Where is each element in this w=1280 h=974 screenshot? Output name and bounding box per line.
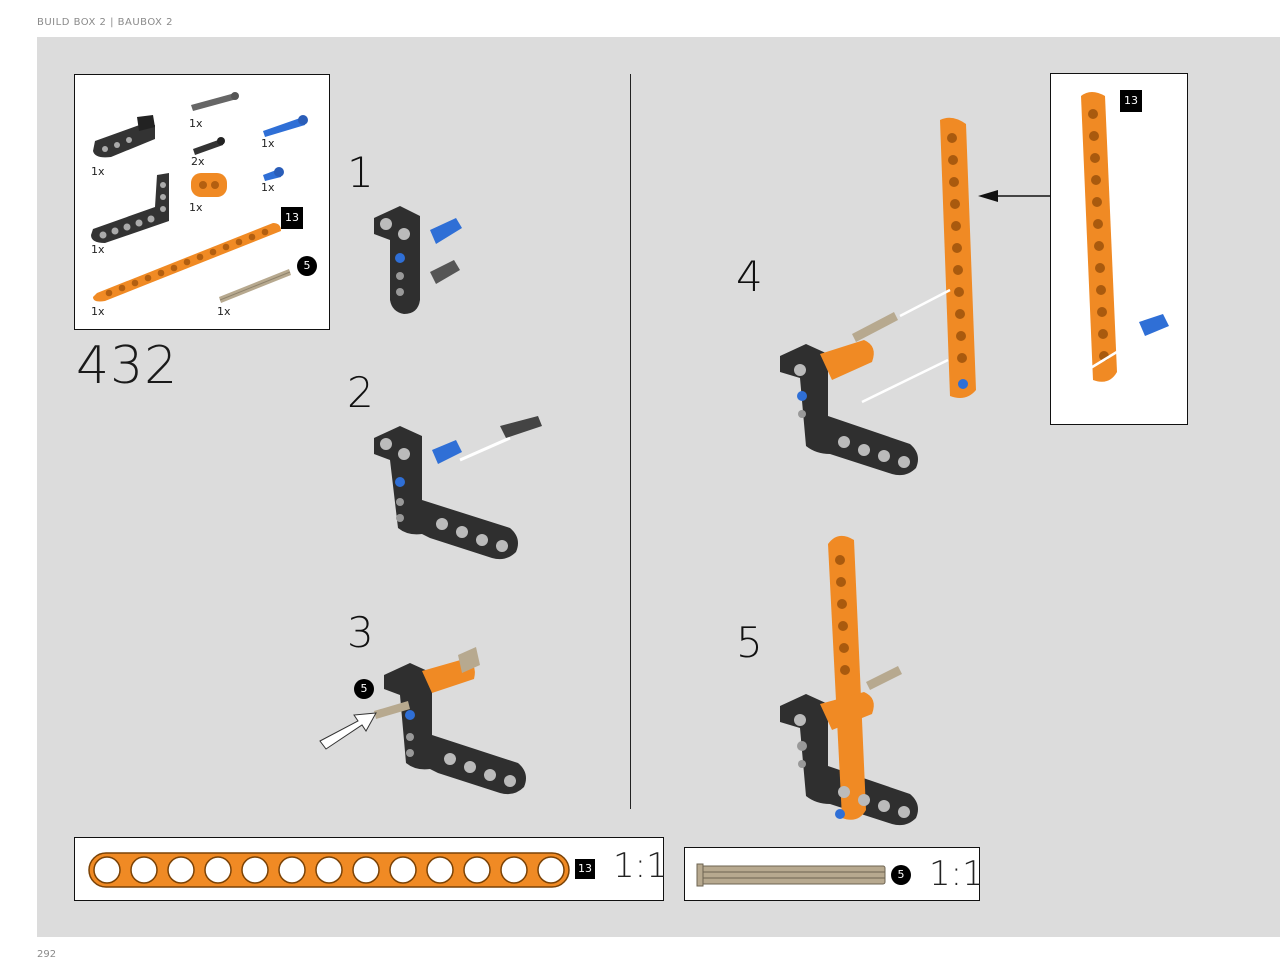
page-number: 292	[37, 949, 57, 960]
step-2-illustration	[374, 416, 542, 560]
step-3-axle-badge: 5	[354, 679, 374, 699]
beam-scale-guide: 13 1:1	[74, 837, 668, 901]
callout-beam-badge: 13	[1120, 90, 1142, 112]
beam-length-badge: 13	[281, 207, 303, 229]
part-l-beam-large	[91, 173, 169, 243]
part-orange-beam-13	[93, 223, 281, 302]
part-axle-5	[219, 269, 291, 303]
axle-length-badge: 5	[297, 256, 317, 276]
header-title: BUILD BOX 2 | BAUBOX 2	[37, 17, 173, 28]
step-number: 2	[347, 368, 374, 417]
step-page-number: 432	[76, 336, 179, 396]
step-number: 1	[347, 148, 374, 197]
step-5-illustration	[780, 535, 918, 826]
step-number: 4	[736, 252, 763, 301]
part-blue-pin-long	[263, 115, 308, 137]
qty-label: 2x	[191, 155, 205, 168]
qty-label: 1x	[189, 201, 203, 214]
parts-list-box: 1x 1x 2x 1x 1x 1x 1x 1x 1x 13 5	[74, 74, 330, 330]
axle-scale-guide: 5 1:1	[684, 847, 984, 901]
beam-scale-ratio: 1:1	[613, 846, 668, 886]
callout-illustration	[1070, 92, 1169, 382]
qty-label: 1x	[217, 305, 231, 318]
step-4-callout-box: 13	[1050, 73, 1188, 425]
qty-label: 1x	[189, 117, 203, 130]
step-3-illustration	[319, 647, 526, 795]
column-divider	[630, 74, 631, 809]
qty-label: 1x	[261, 181, 275, 194]
part-orange-beam-3	[191, 173, 227, 197]
part-black-pin	[193, 137, 225, 155]
step-number: 3	[347, 608, 374, 657]
part-l-beam-small	[93, 115, 155, 158]
step-4-illustration	[780, 117, 976, 476]
part-gray-pin-long	[191, 92, 239, 111]
qty-label: 1x	[91, 243, 105, 256]
part-blue-pin-short	[263, 167, 284, 181]
step-1-illustration	[374, 206, 462, 314]
qty-label: 1x	[261, 137, 275, 150]
step-number: 5	[736, 618, 763, 667]
axle-scale-badge: 5	[891, 865, 911, 885]
qty-label: 1x	[91, 165, 105, 178]
step-4-arrow	[978, 190, 1052, 202]
qty-label: 1x	[91, 305, 105, 318]
beam-scale-badge: 13	[575, 859, 595, 879]
parts-illustration	[91, 92, 308, 303]
beam-scale-drawing	[88, 852, 570, 888]
axle-scale-drawing	[696, 863, 886, 887]
axle-scale-ratio: 1:1	[929, 854, 984, 894]
